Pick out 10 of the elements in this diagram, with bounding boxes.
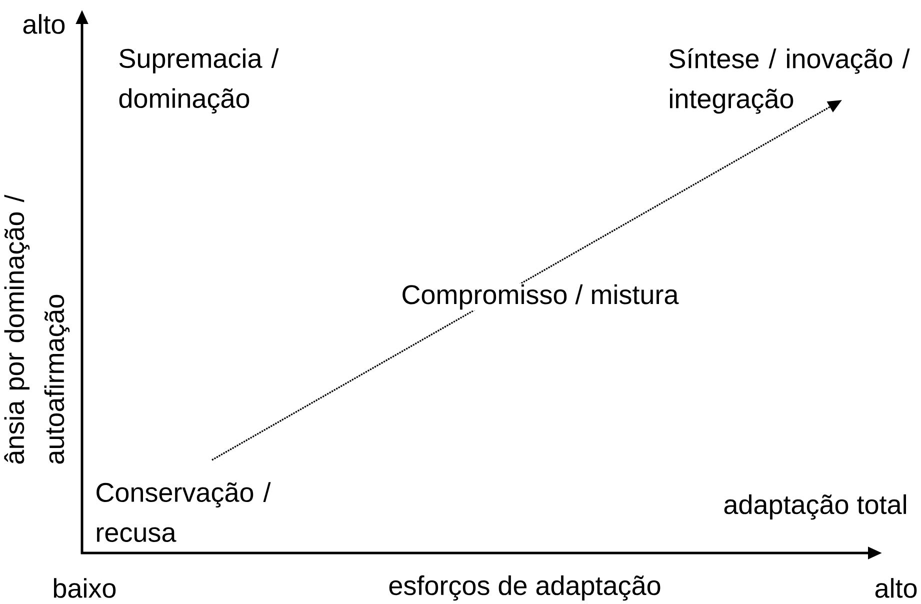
axis-label: alto [23, 14, 65, 34]
axis-title: esforços de adaptação [389, 575, 660, 601]
edge-label: Compromisso / mistura [400, 283, 680, 311]
quadrant-label: Supremacia / dominação [119, 48, 279, 114]
axis-label: baixo [54, 578, 116, 598]
axis-label: adaptação total [724, 494, 906, 520]
axis-title: ânsia por dominação / autoafirmação [4, 194, 70, 464]
quadrant-label: Conservação / recusa [96, 482, 271, 542]
axis-label: alto [875, 578, 917, 598]
quadrant-label: Síntese / inovação / integração [669, 48, 910, 114]
